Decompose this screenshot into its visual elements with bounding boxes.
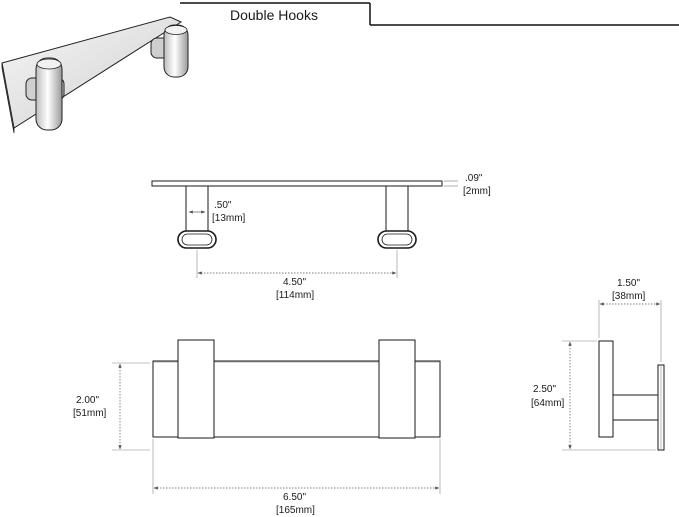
plate-length-inch-label: 6.50" [283,492,306,503]
title-bar: Double Hooks [180,2,679,26]
hook-spacing-dimension: 4.50" [114mm] [196,250,398,301]
thickness-dimension: .09" [2mm] [444,173,491,197]
thickness-mm-label: [2mm] [463,186,491,197]
product-title: Double Hooks [230,7,318,23]
thickness-inch-label: .09" [465,173,483,184]
plate-height-dimension: 2.00" [51mm] [73,362,150,451]
hook-spacing-inch-label: 4.50" [283,277,306,288]
plate-height-inch-label: 2.00" [76,395,99,406]
hook-width-dimension: .50" [13mm] [188,200,246,224]
projection-inch-label: 1.50" [617,278,640,289]
side-height-mm-label: [64mm] [531,398,565,409]
front-view: 2.00" [51mm] 6.50" [165mm] [73,339,441,516]
product-illustration [1,16,189,134]
plate-height-mm-label: [51mm] [73,408,107,419]
hook-spacing-mm-label: [114mm] [276,290,314,301]
projection-dimension: 1.50" [38mm] [598,278,662,362]
side-height-inch-label: 2.50" [533,384,556,395]
hook-width-mm-label: [13mm] [212,213,246,224]
top-view: .09" [2mm] .50" [13mm] 4.50" [114mm] [151,173,491,301]
side-view: 1.50" [38mm] 2.50" [64mm] [531,278,665,451]
side-height-dimension: 2.50" [64mm] [531,340,656,451]
projection-mm-label: [38mm] [612,291,646,302]
plate-length-dimension: 6.50" [165mm] [152,439,441,516]
plate-length-mm-label: [165mm] [276,505,315,516]
hook-width-inch-label: .50" [214,200,232,211]
